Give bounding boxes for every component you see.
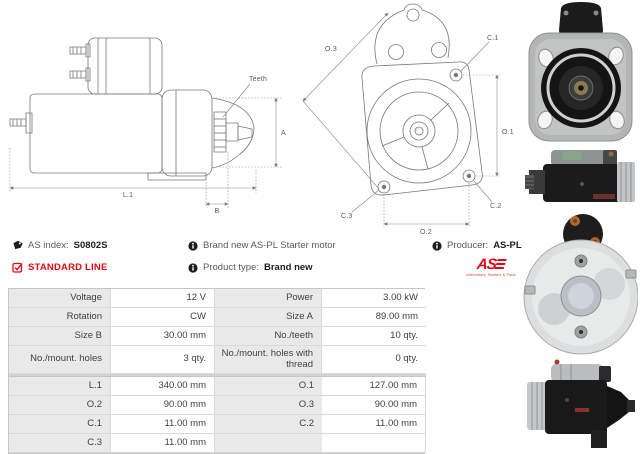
- spec-value: 11.00 mm: [322, 415, 426, 434]
- spec-value: CW: [111, 308, 215, 327]
- spec-label: C.2: [215, 415, 322, 434]
- checkbox-checked-icon: [12, 262, 23, 273]
- dim-label-l1: L.1: [123, 192, 133, 199]
- starter-side-view-drawing: [9, 37, 255, 181]
- spec-label: Power: [215, 289, 322, 308]
- as-index-value: S0802S: [73, 240, 108, 251]
- spec-label: [215, 434, 322, 453]
- spec-label: O.3: [215, 396, 322, 415]
- table-group-divider: [9, 374, 426, 377]
- spec-label: Size A: [215, 308, 322, 327]
- spec-value: 10 qty.: [322, 327, 426, 346]
- spec-value: [322, 434, 426, 453]
- product-type-row: Product type: Brand new: [188, 262, 313, 273]
- spec-value: 11.00 mm: [111, 434, 215, 453]
- side-view-dimensions: [9, 83, 282, 208]
- producer-value: AS-PL: [493, 240, 522, 251]
- spec-label: Rotation: [9, 308, 111, 327]
- spec-label: C.3: [9, 434, 111, 453]
- dim-label-b: B: [215, 208, 220, 215]
- spec-label: No./teeth: [215, 327, 322, 346]
- spec-label: O.1: [215, 377, 322, 396]
- spec-value: 127.00 mm: [322, 377, 426, 396]
- spec-label: C.1: [9, 415, 111, 434]
- photo-side-view-1: [525, 150, 635, 202]
- info-icon: [188, 262, 198, 273]
- as-pl-logo-stripes-icon: [494, 259, 508, 270]
- spec-value: 3.00 kW: [322, 289, 426, 308]
- spec-value: 90.00 mm: [111, 396, 215, 415]
- standard-line-row: STANDARD LINE: [12, 262, 107, 273]
- spec-value: 340.00 mm: [111, 377, 215, 396]
- description-row: Brand new AS-PL Starter motor: [188, 240, 336, 251]
- spec-table: Voltage 12 V Power 3.00 kW Rotation CW S…: [8, 288, 426, 454]
- producer-row: Producer: AS-PL: [432, 240, 522, 251]
- dim-label-o1: O.1: [502, 129, 514, 136]
- dim-label-o3: O.3: [325, 46, 337, 53]
- photo-rear-view: [523, 214, 638, 355]
- product-type-value: Brand new: [263, 262, 313, 273]
- as-pl-logo: AS Alternators, Starters & Parts: [456, 256, 526, 277]
- dim-label-teeth: Teeth: [249, 76, 267, 83]
- dim-label-c3: C.3: [341, 213, 353, 220]
- spec-value: 0 qty.: [322, 346, 426, 374]
- product-type-label: Product type:: [203, 262, 259, 273]
- as-index-label: AS index:: [28, 240, 69, 251]
- info-icon: [432, 240, 442, 251]
- spec-label: No./mount. holes with thread: [215, 346, 322, 374]
- info-icon: [188, 240, 198, 251]
- as-pl-logo-tagline: Alternators, Starters & Parts: [466, 273, 516, 277]
- spec-value: 3 qty.: [111, 346, 215, 374]
- front-view-dimensions: [302, 12, 501, 227]
- starter-front-view-drawing: [361, 3, 483, 196]
- spec-value: 30.00 mm: [111, 327, 215, 346]
- as-index-row: AS index: S0802S: [12, 240, 107, 251]
- photo-side-view-2: [527, 359, 635, 448]
- spec-label: No./mount. holes: [9, 346, 111, 374]
- technical-drawings: Teeth A L.1 B: [9, 3, 514, 236]
- photo-front-flange-view: [528, 2, 633, 142]
- dim-label-o2: O.2: [420, 229, 432, 236]
- spec-value: 12 V: [111, 289, 215, 308]
- spec-value: 90.00 mm: [322, 396, 426, 415]
- spec-value: 11.00 mm: [111, 415, 215, 434]
- standard-line-label: STANDARD LINE: [28, 262, 108, 273]
- description-text: Brand new AS-PL Starter motor: [203, 240, 336, 251]
- spec-value: 89.00 mm: [322, 308, 426, 327]
- dim-label-c1: C.1: [487, 35, 499, 42]
- producer-label: Producer:: [447, 240, 489, 251]
- spec-label: Voltage: [9, 289, 111, 308]
- tag-icon: [13, 240, 23, 250]
- spec-label: O.2: [9, 396, 111, 415]
- spec-label: Size B: [9, 327, 111, 346]
- dim-label-c2: C.2: [490, 203, 502, 210]
- dim-label-a: A: [281, 130, 286, 137]
- product-photos: [523, 0, 640, 454]
- spec-label: L.1: [9, 377, 111, 396]
